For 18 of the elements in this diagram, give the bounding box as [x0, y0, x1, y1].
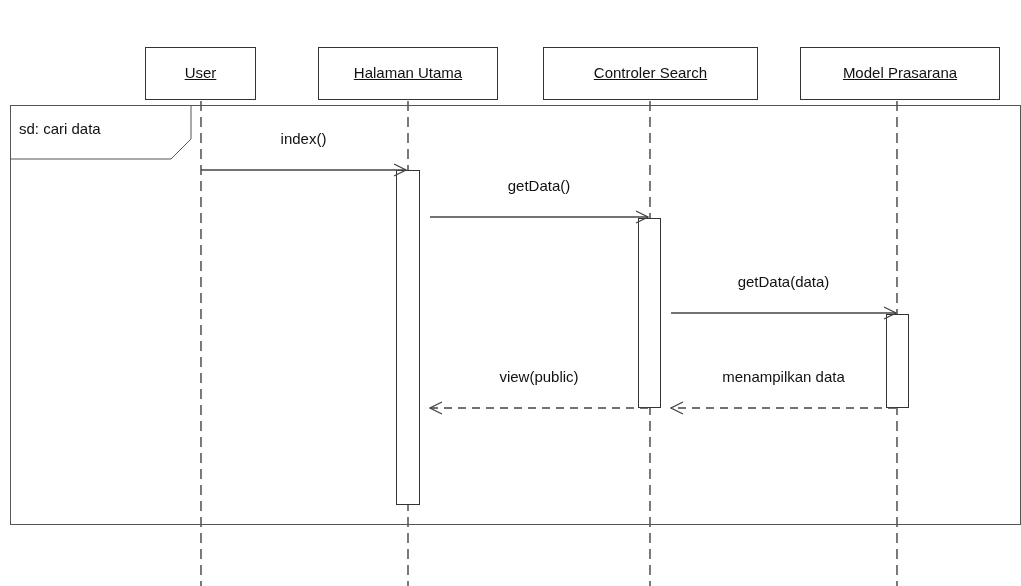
object-name: Model Prasarana: [842, 63, 958, 84]
message-arrow: [670, 401, 897, 415]
activation-bar: [886, 314, 909, 408]
object-box: [318, 47, 498, 100]
object-box: [543, 47, 758, 100]
frame-label: sd: cari data: [19, 119, 101, 139]
message-arrow: [200, 163, 407, 177]
activation-bar: [638, 218, 661, 408]
activation-bar: [396, 170, 420, 505]
object-name: Controler Search: [593, 63, 708, 84]
object-box: [800, 47, 1000, 100]
message-arrow: [429, 210, 649, 224]
frame: [10, 105, 1021, 525]
object-name: User: [184, 63, 217, 84]
message-arrow: [429, 401, 649, 415]
object-box: [145, 47, 256, 100]
message-arrow: [670, 306, 897, 320]
object-name: Halaman Utama: [353, 63, 463, 84]
